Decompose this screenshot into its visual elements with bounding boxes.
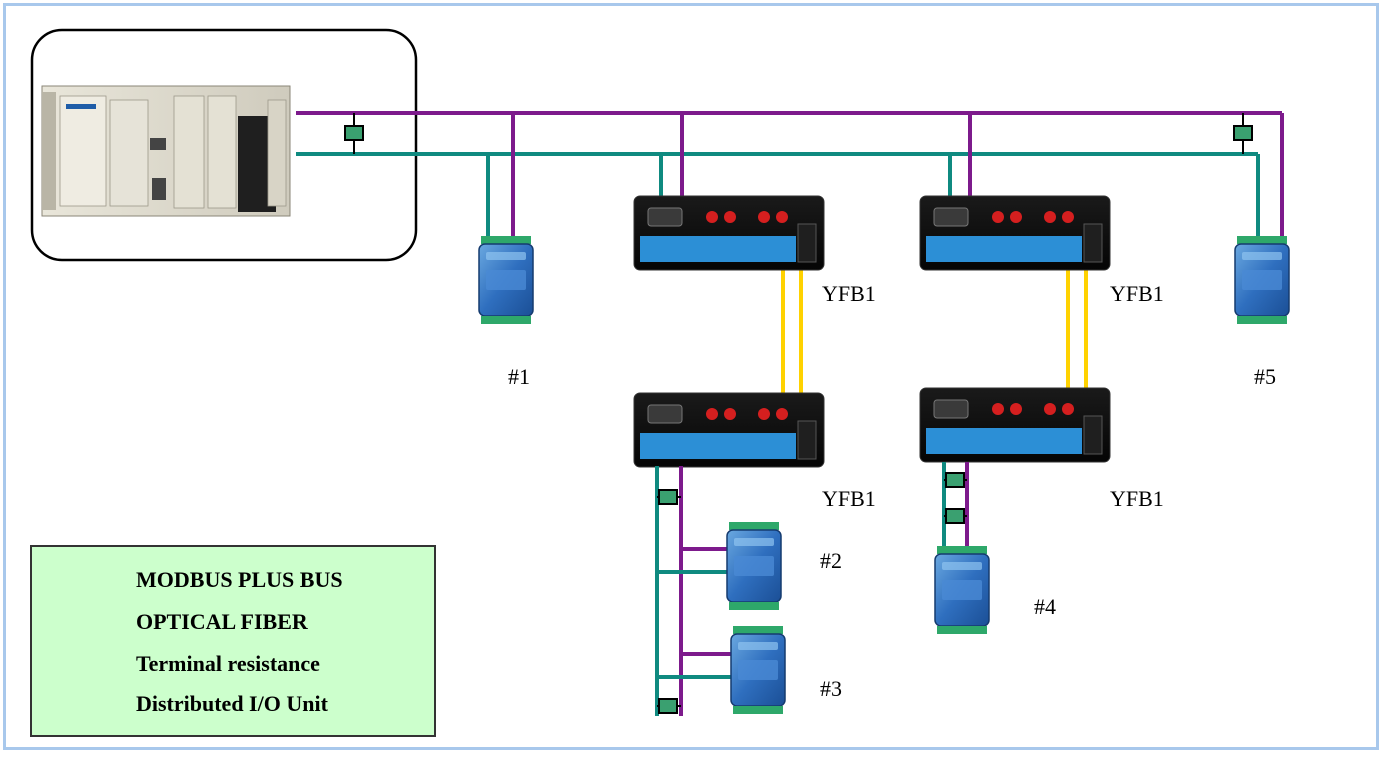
converter-label-top-right: YFB1: [1110, 281, 1164, 306]
node-label-2: #2: [820, 548, 842, 573]
node-label-1: #1: [508, 364, 530, 389]
converter-bottom-right: [919, 387, 1111, 463]
io-unit-2: [726, 521, 782, 611]
legend-box: MODBUS PLUS BUS OPTICAL FIBER Terminal r…: [30, 545, 436, 737]
node-label-3: #3: [820, 676, 842, 701]
terminal-resistor-right-b: [945, 508, 965, 524]
io-unit-1: [478, 235, 534, 325]
diagram-frame: [3, 3, 1379, 750]
converter-label-bottom-right: YFB1: [1110, 486, 1164, 511]
terminal-resistor-branch-bottom: [658, 698, 678, 714]
node-label-5: #5: [1254, 364, 1276, 389]
legend-io-label: Distributed I/O Unit: [136, 691, 328, 716]
legend-fiber-label: OPTICAL FIBER: [136, 609, 308, 634]
terminal-resistor-right-a: [945, 472, 965, 488]
terminal-resistor-main-left: [344, 125, 364, 141]
converter-label-bottom-left: YFB1: [822, 486, 876, 511]
converter-top-left: [633, 195, 825, 271]
terminal-resistor-branch-top: [658, 489, 678, 505]
io-unit-3: [730, 625, 786, 715]
node-label-4: #4: [1034, 594, 1056, 619]
converter-top-right: [919, 195, 1111, 271]
io-unit-5: [1234, 235, 1290, 325]
io-unit-4: [934, 545, 990, 635]
terminal-resistor-main-right: [1233, 125, 1253, 141]
converter-bottom-left: [633, 392, 825, 468]
legend-resistor-label: Terminal resistance: [136, 651, 320, 676]
converter-label-top-left: YFB1: [822, 281, 876, 306]
plc-rack-icon: [41, 85, 291, 217]
legend-modbus-label: MODBUS PLUS BUS: [136, 567, 343, 592]
